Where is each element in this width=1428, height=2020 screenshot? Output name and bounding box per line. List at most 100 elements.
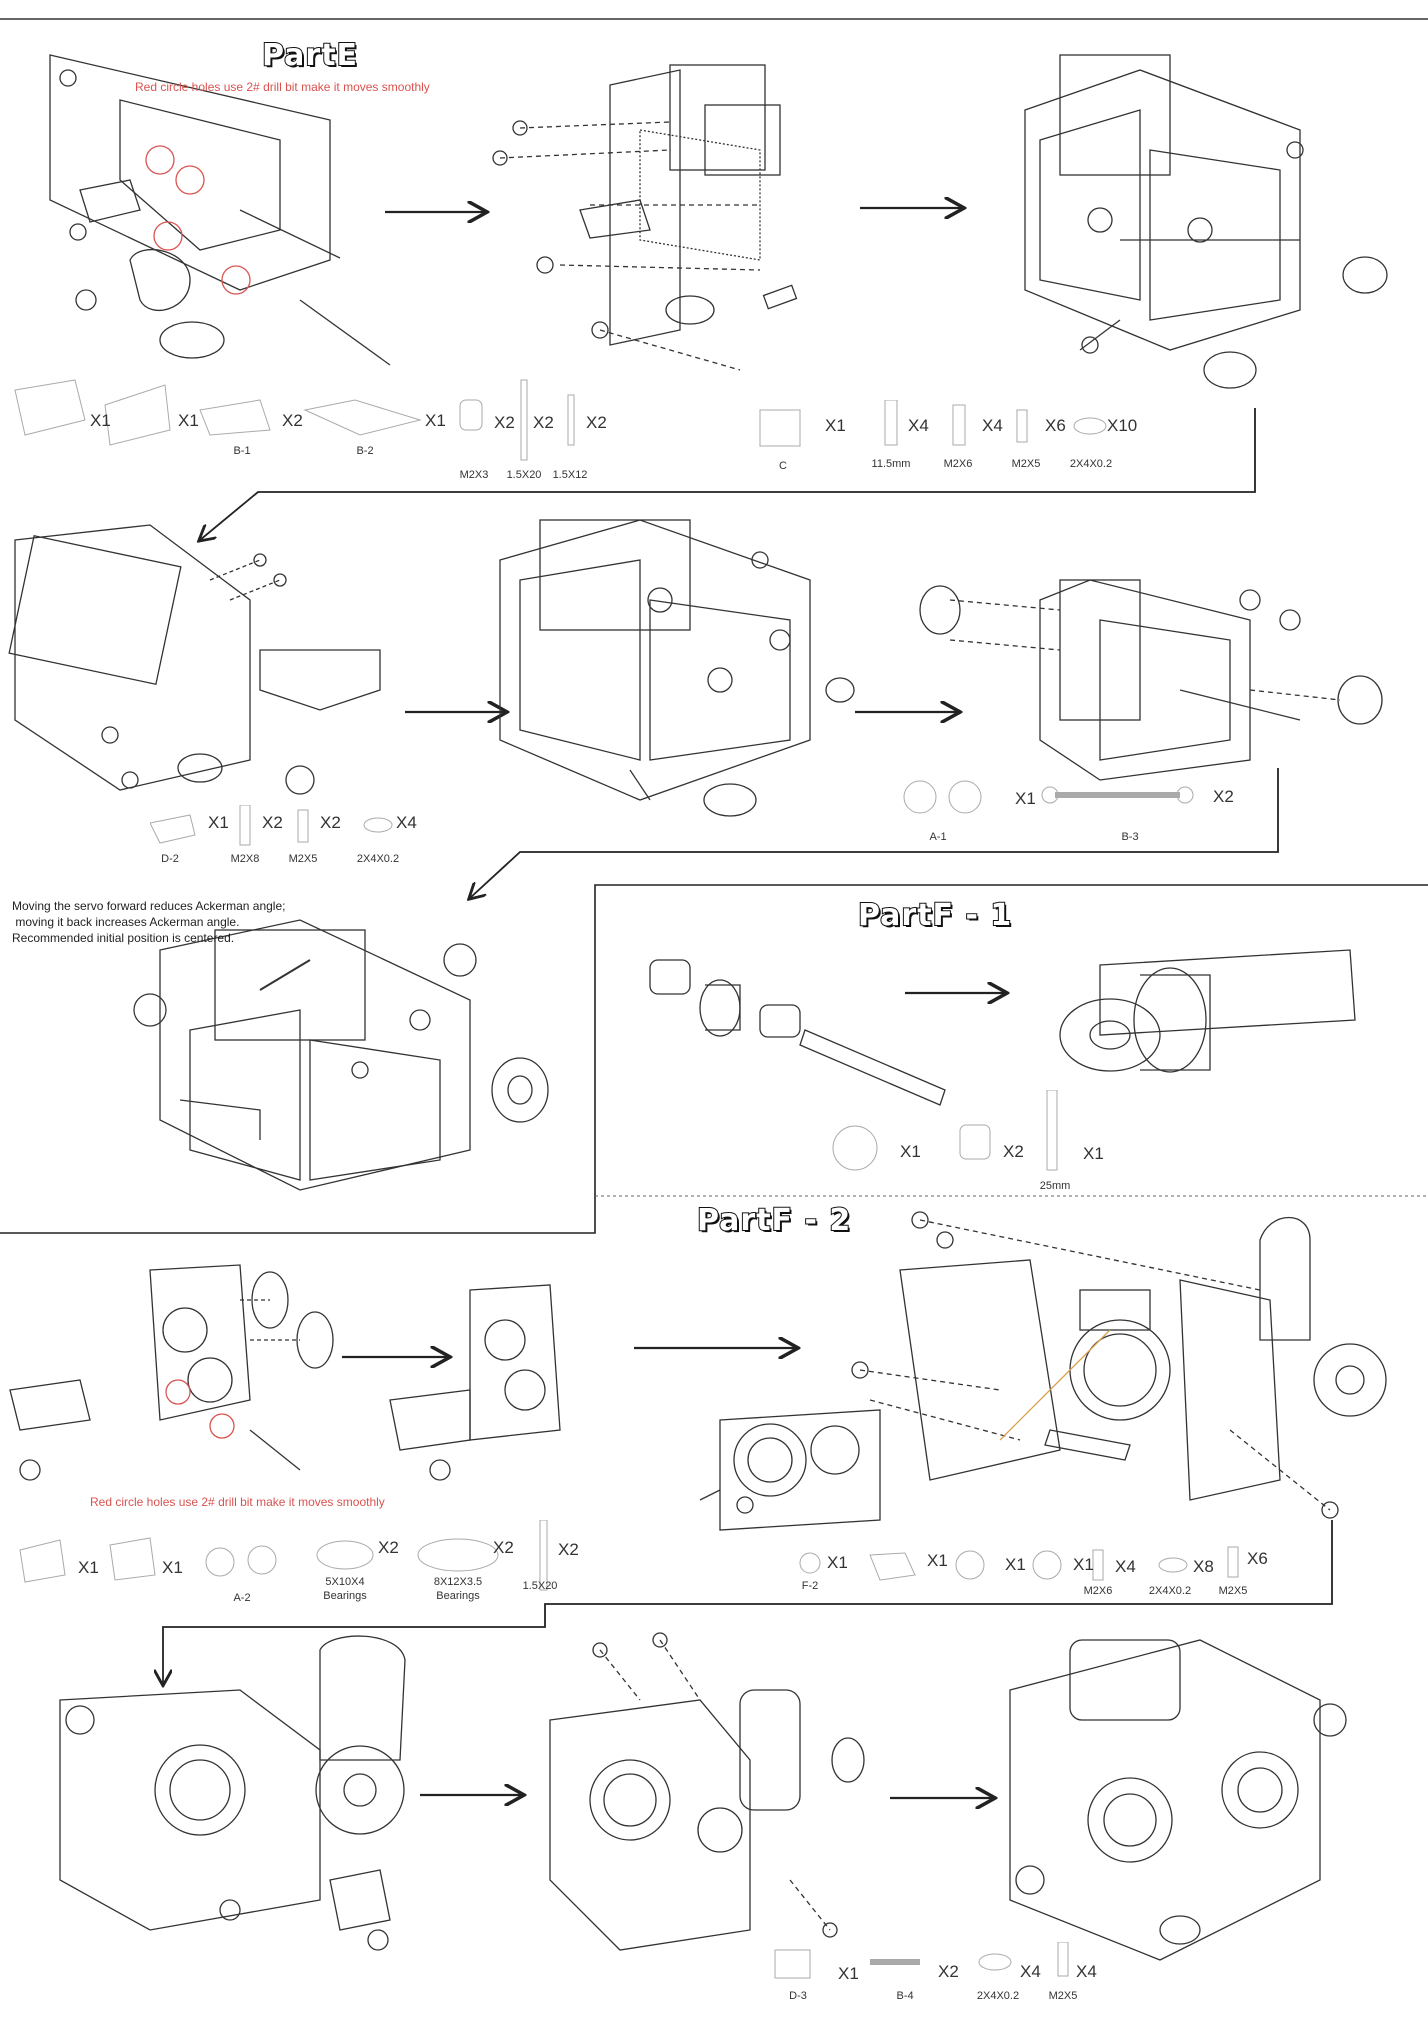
servo-note-line2: moving it back increases Ackerman angle. bbox=[12, 915, 240, 929]
part-qty: X4 bbox=[908, 416, 929, 435]
part-bearing-icon bbox=[316, 1540, 374, 1570]
part-qty: X4 bbox=[982, 416, 1003, 435]
part-qty: X1 bbox=[927, 1551, 948, 1570]
part-screw-icon bbox=[239, 805, 251, 846]
flow-connector bbox=[470, 768, 1279, 898]
part-washer-icon bbox=[1073, 417, 1107, 435]
part-qty: X2 bbox=[938, 1962, 959, 1981]
part-qty: X2 bbox=[586, 413, 607, 432]
part-label: M2X5 bbox=[288, 853, 318, 865]
part-label: M2X5 bbox=[1048, 1990, 1078, 2002]
ackerman-assembly bbox=[133, 919, 549, 1191]
part-qty: X1 bbox=[1083, 1144, 1104, 1163]
part-qty: X4 bbox=[1076, 1962, 1097, 1981]
parts-list-f2b: X1 F-2 X1 X1 X1 X4 M2X6 X8 2X4X0.2 X6 M2… bbox=[785, 1545, 1285, 1615]
part-label: B-1 bbox=[233, 445, 251, 457]
part-label: 5X10X4 bbox=[325, 1576, 365, 1588]
part-qty: X1 bbox=[838, 1964, 859, 1983]
part-label: 2X4X0.2 bbox=[356, 853, 400, 865]
part-label: A-2 bbox=[233, 1592, 251, 1604]
partf2-gearbox-detail bbox=[699, 1409, 881, 1531]
part-qty: X1 bbox=[178, 411, 199, 430]
partf2-step1-exploded bbox=[9, 1264, 334, 1481]
parts-list-e2: X1 C X4 11.5mm X4 M2X6 X6 M2X5 X10 2X4X0… bbox=[745, 400, 1137, 480]
part-qty: X2 bbox=[1003, 1142, 1024, 1161]
part-label: M2X8 bbox=[230, 853, 260, 865]
part-label: B-4 bbox=[896, 1990, 914, 2002]
part-gear-icon bbox=[832, 1125, 878, 1171]
partf3-step1 bbox=[59, 1635, 406, 1951]
part-qty: X4 bbox=[1020, 1962, 1041, 1981]
part-label: D-2 bbox=[161, 853, 179, 865]
part-qty: X2 bbox=[320, 813, 341, 832]
part-qty: X1 bbox=[900, 1142, 921, 1161]
part-label: 1.5X12 bbox=[552, 469, 588, 481]
partf2-drill-note: Red circle holes use 2# drill bit make i… bbox=[90, 1495, 385, 1509]
part-servo-icon bbox=[759, 409, 801, 447]
part-qty: X2 bbox=[533, 413, 554, 432]
part-standoff-icon bbox=[884, 400, 898, 446]
part-label: B-3 bbox=[1121, 831, 1139, 843]
part-qty: X1 bbox=[1005, 1555, 1026, 1574]
part-knuckle-icon bbox=[205, 1547, 235, 1577]
part-qty: X1 bbox=[78, 1558, 99, 1577]
part-plate-icon bbox=[104, 384, 171, 446]
part-qty: X2 bbox=[262, 813, 283, 832]
partf1-title: PartF - 1 bbox=[857, 897, 1013, 934]
part-label: M2X6 bbox=[943, 458, 973, 470]
part-screw-icon bbox=[459, 399, 483, 431]
part-qty: X1 bbox=[425, 411, 446, 430]
part-pin-icon bbox=[567, 394, 575, 446]
part-qty: X2 bbox=[493, 1538, 514, 1557]
part-screw-icon bbox=[1227, 1546, 1239, 1578]
part-screw-icon bbox=[297, 809, 309, 843]
part-label-secondary: Bearings bbox=[436, 1590, 480, 1602]
part-screw-icon bbox=[1016, 409, 1028, 443]
part-fork-icon bbox=[869, 1552, 916, 1581]
part-qty: X1 bbox=[162, 1558, 183, 1577]
part-washer-icon bbox=[363, 817, 393, 833]
part-qty: X2 bbox=[494, 413, 515, 432]
part-label: 2X4X0.2 bbox=[1148, 1585, 1192, 1597]
part-arm-icon bbox=[199, 399, 271, 436]
part-washer-icon bbox=[1158, 1557, 1188, 1573]
part-knuckle-icon bbox=[247, 1545, 277, 1575]
part-qty: X6 bbox=[1045, 416, 1066, 435]
part-qty: X2 bbox=[282, 411, 303, 430]
part-arm-icon bbox=[150, 814, 196, 844]
part-qty: X6 bbox=[1247, 1549, 1268, 1568]
partf2-title: PartF - 2 bbox=[696, 1202, 852, 1239]
part-label-secondary: Bearings bbox=[323, 1590, 367, 1602]
parte-step2-exploded bbox=[492, 64, 798, 371]
part-shaft-icon bbox=[1046, 1090, 1058, 1171]
part-housing-icon bbox=[109, 1537, 156, 1581]
part-label: 1.5X20 bbox=[506, 469, 542, 481]
partf2-step2-assembled bbox=[389, 1284, 561, 1481]
part-qty: X2 bbox=[1213, 787, 1234, 806]
part-label: 2X4X0.2 bbox=[1069, 458, 1113, 470]
part-label: C bbox=[779, 460, 787, 472]
partf1-assembled bbox=[1059, 949, 1356, 1073]
parte-step6-exploded bbox=[919, 579, 1383, 781]
part-qty: X1 bbox=[90, 411, 111, 430]
part-label: D-3 bbox=[789, 1990, 807, 2002]
partf2-step3-exploded bbox=[851, 1211, 1387, 1519]
part-qty: X8 bbox=[1193, 1557, 1214, 1576]
part-label: 11.5mm bbox=[871, 458, 911, 470]
parte-step3-assembled bbox=[1024, 54, 1388, 389]
part-qty: X2 bbox=[378, 1538, 399, 1557]
part-label: 25mm bbox=[1039, 1180, 1071, 1192]
servo-note-line3: Recommended initial position is centered… bbox=[12, 931, 235, 945]
parts-list-e4: X1 A-1 X2 B-3 bbox=[890, 775, 1250, 845]
parte-step1-plate bbox=[49, 54, 391, 366]
part-knuckle-icon bbox=[948, 780, 982, 814]
part-gear-icon bbox=[955, 1550, 985, 1580]
part-screw-icon bbox=[1057, 1942, 1069, 1977]
part-label: 1.5X20 bbox=[522, 1580, 558, 1592]
part-washer-icon bbox=[978, 1953, 1012, 1971]
part-bearing-icon bbox=[417, 1538, 499, 1572]
part-knuckle-icon bbox=[774, 1949, 811, 1979]
parts-list-e3: X1 D-2 X2 M2X8 X2 M2X5 X4 2X4X0.2 bbox=[150, 805, 440, 870]
part-pin-icon bbox=[520, 379, 528, 461]
